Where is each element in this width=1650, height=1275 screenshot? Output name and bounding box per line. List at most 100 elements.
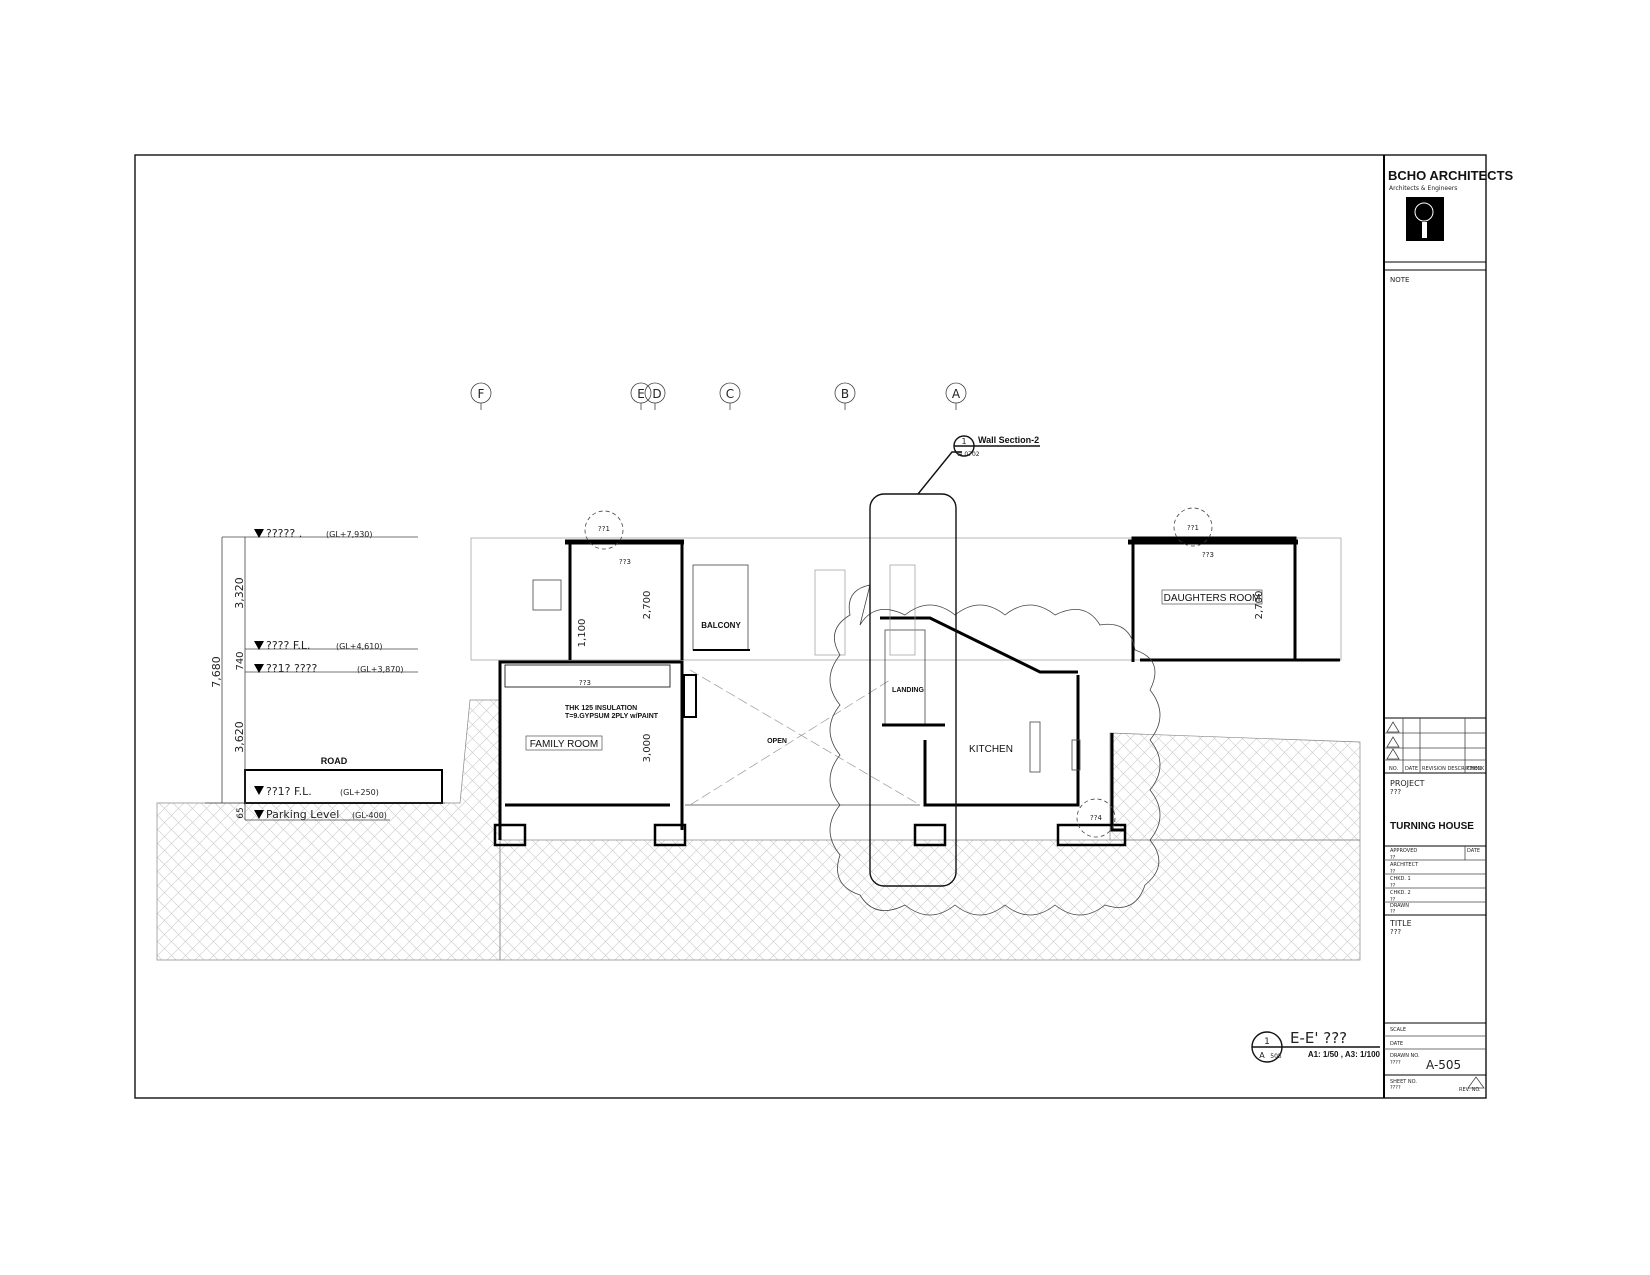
title_block-chkd1_label-text: CHKD. 1 bbox=[1390, 876, 1411, 882]
drawing-tags-3-text: ??1 bbox=[1187, 524, 1199, 532]
drawing-dimensions-d2-text: 740 bbox=[235, 651, 246, 670]
title_block-drawn_no_value-text: ???? bbox=[1390, 1060, 1401, 1066]
family-room-label: FAMILY ROOM bbox=[530, 739, 599, 750]
drawing-callout-num-text: 1 bbox=[961, 437, 966, 446]
level-markers: ????? . (GL+7,930) ???? F.L. (GL+4,610) ??… bbox=[205, 527, 445, 821]
drawing-callout-sheet-text: A bbox=[958, 450, 963, 458]
drawing-grid_labels-5-text: A bbox=[952, 387, 961, 401]
drawing-dimensions-family_room-text: 3,000 bbox=[642, 734, 653, 763]
drawing-grid_labels-4-text: B bbox=[841, 387, 849, 401]
drawing-callout-label-text: Wall Section-2 bbox=[978, 435, 1039, 445]
grid-bubble-a: A bbox=[945, 382, 967, 410]
title_block-revision_headers-3-text: CHECK bbox=[1467, 766, 1485, 772]
room-labels: FAMILY ROOM BALCONY KITCHEN DAUGHTERS RO… bbox=[525, 589, 1265, 763]
drawing-dimensions-d1-text: 3,320 bbox=[233, 577, 246, 609]
drawing-grid_labels-2-text: D bbox=[652, 387, 661, 401]
drawing-levels-3-name-text: ??1? F.L. bbox=[266, 785, 312, 798]
ground-hatch-left bbox=[156, 699, 501, 961]
project-name: TURNING HOUSE bbox=[1390, 821, 1474, 832]
drawing-dimensions-daughters_room-text: 2,700 bbox=[1254, 591, 1265, 620]
sheet-border bbox=[134, 154, 1487, 1099]
drawing-levels-1-gl-text: (GL+4,610) bbox=[336, 642, 383, 651]
drawing-section_title-num-text: 1 bbox=[1264, 1037, 1270, 1047]
title_block-scale_label-text: SCALE bbox=[1390, 1027, 1406, 1033]
title_block-project_value-text: ??? bbox=[1390, 788, 1401, 796]
title_block-date2_label-text: DATE bbox=[1390, 1041, 1403, 1047]
insulation-note: THK 125 INSULATION bbox=[565, 705, 637, 712]
daughters-room-label: DAUGHTERS ROOM bbox=[1164, 593, 1261, 604]
title_block-revision_headers-0-text: NO. bbox=[1389, 766, 1398, 772]
title_block-sheet_no_label-text: SHEET NO. bbox=[1390, 1079, 1417, 1085]
ground-hatch-center bbox=[499, 839, 1361, 961]
gypsum-note: T=9.GYPSUM 2PLY w/PAINT bbox=[565, 713, 659, 720]
drawing-number: A-505 bbox=[1426, 1058, 1461, 1072]
drawing-grid_labels-1-text: E bbox=[637, 387, 645, 401]
title_block-sheet_no_value-text: ???? bbox=[1390, 1085, 1401, 1091]
title_block-title_value-text: ??? bbox=[1390, 928, 1401, 936]
drawing-levels-4-name-text: Parking Level bbox=[266, 808, 339, 821]
drawing-levels-2-name-text: ??1? ???? bbox=[266, 662, 318, 675]
building-section bbox=[470, 536, 1342, 847]
title_block-note_label-text: NOTE bbox=[1390, 276, 1409, 284]
wall-section-callout: 1 A 0702 Wall Section-2 bbox=[917, 435, 1040, 495]
grid-bubble-f: F bbox=[470, 382, 492, 410]
drawing-dimensions-d4-text: 65 bbox=[236, 807, 246, 818]
drawing-section_title-label-text: E-E' ??? bbox=[1290, 1029, 1347, 1047]
drawing-levels-0-name-text: ????? . bbox=[266, 527, 302, 540]
kitchen-label: KITCHEN bbox=[969, 744, 1013, 755]
drawing-dimensions-upper_room-text: 2,700 bbox=[642, 591, 653, 620]
title_block-drawn_label-text: DRAWN bbox=[1390, 903, 1409, 909]
title_block-revision_headers-2-text: REVISION DESCRIPTION bbox=[1422, 766, 1482, 772]
drawing-tags-5-text: ??4 bbox=[1090, 814, 1102, 822]
grid-bubble-e: E bbox=[630, 382, 652, 410]
drawing-callout-ref-text: 0702 bbox=[964, 451, 979, 458]
drawing-section_title-scale-text: A1: 1/50 , A3: 1/100 bbox=[1308, 1050, 1381, 1059]
drawing-section_title-sheet-text: A bbox=[1259, 1051, 1265, 1060]
landing-label: LANDING bbox=[892, 687, 924, 694]
drawing-levels-4-gl-text: (GL-400) bbox=[352, 811, 387, 820]
wall-section-boundary bbox=[869, 493, 957, 887]
drawing-grid_labels-0-text: F bbox=[478, 387, 485, 401]
section-title: 1 A 505 E-E' ??? A1: 1/50 , A3: 1/100 bbox=[1251, 1029, 1381, 1063]
drawing-levels-3-gl-text: (GL+250) bbox=[340, 788, 379, 797]
title_block-firm_sub-text: Architects & Engineers bbox=[1389, 185, 1457, 192]
title-block: BCHO ARCHITECTS Architects & Engineers N… bbox=[1384, 168, 1514, 1093]
drawing-dimensions-total-text: 7,680 bbox=[210, 656, 223, 688]
title_block-drawn_no_label-text: DRAWN NO. bbox=[1390, 1053, 1420, 1059]
road-label: ROAD bbox=[321, 756, 348, 766]
drawing-dimensions-balcony_rail-text: 1,100 bbox=[577, 619, 588, 648]
drawing-tags-4-text: ??3 bbox=[1202, 551, 1214, 559]
title_block-chkd2_label-text: CHKD. 2 bbox=[1390, 890, 1411, 896]
drawing-tags-0-text: ??1 bbox=[598, 525, 610, 533]
firm-name: BCHO ARCHITECTS bbox=[1388, 168, 1514, 183]
title_block-approved_value-text: ?? bbox=[1390, 855, 1396, 861]
open-label: OPEN bbox=[767, 738, 787, 745]
title_block-title_label-text: TITLE bbox=[1389, 919, 1412, 928]
ground-hatch-right bbox=[1109, 732, 1361, 841]
title_block-drawn_value-text: ?? bbox=[1390, 909, 1396, 915]
title_block-chkd1_value-text: ?? bbox=[1390, 883, 1396, 889]
title_block-revision_headers-1-text: DATE bbox=[1405, 766, 1418, 772]
drawing-tags-2-text: ??3 bbox=[579, 679, 591, 687]
title_block-architect_label-text: ARCHITECT bbox=[1390, 862, 1419, 868]
drawing-section_title-ref-text: 505 bbox=[1270, 1053, 1282, 1060]
detail-tags: ??1 ??3 ??3 ??1 ??3 ??4 bbox=[579, 507, 1214, 838]
drawing-tags-1-text: ??3 bbox=[619, 558, 631, 566]
title_block-project_label-text: PROJECT bbox=[1390, 779, 1425, 788]
drawing-levels-0-gl-text: (GL+7,930) bbox=[326, 530, 373, 539]
drawing-grid_labels-3-text: C bbox=[726, 387, 734, 401]
drawing-levels-1-name-text: ???? F.L. bbox=[266, 639, 311, 652]
title_block-date_label-text: DATE bbox=[1467, 848, 1480, 854]
revision-cloud bbox=[829, 584, 1161, 916]
drawing-levels-2-gl-text: (GL+3,870) bbox=[357, 665, 404, 674]
drawing-dimensions-d3-text: 3,620 bbox=[233, 721, 246, 753]
grid-bubble-d: D bbox=[644, 382, 666, 410]
grid-lines: F E D C B A bbox=[470, 382, 967, 410]
grid-bubble-b: B bbox=[834, 382, 856, 410]
title_block-chkd2_value-text: ?? bbox=[1390, 897, 1396, 903]
title_block-architect_value-text: ?? bbox=[1390, 869, 1396, 875]
balcony-label: BALCONY bbox=[701, 621, 741, 630]
title_block-rev_no_label-text: REV. NO. bbox=[1459, 1087, 1481, 1093]
title_block-approved_label-text: APPROVED bbox=[1390, 848, 1417, 854]
